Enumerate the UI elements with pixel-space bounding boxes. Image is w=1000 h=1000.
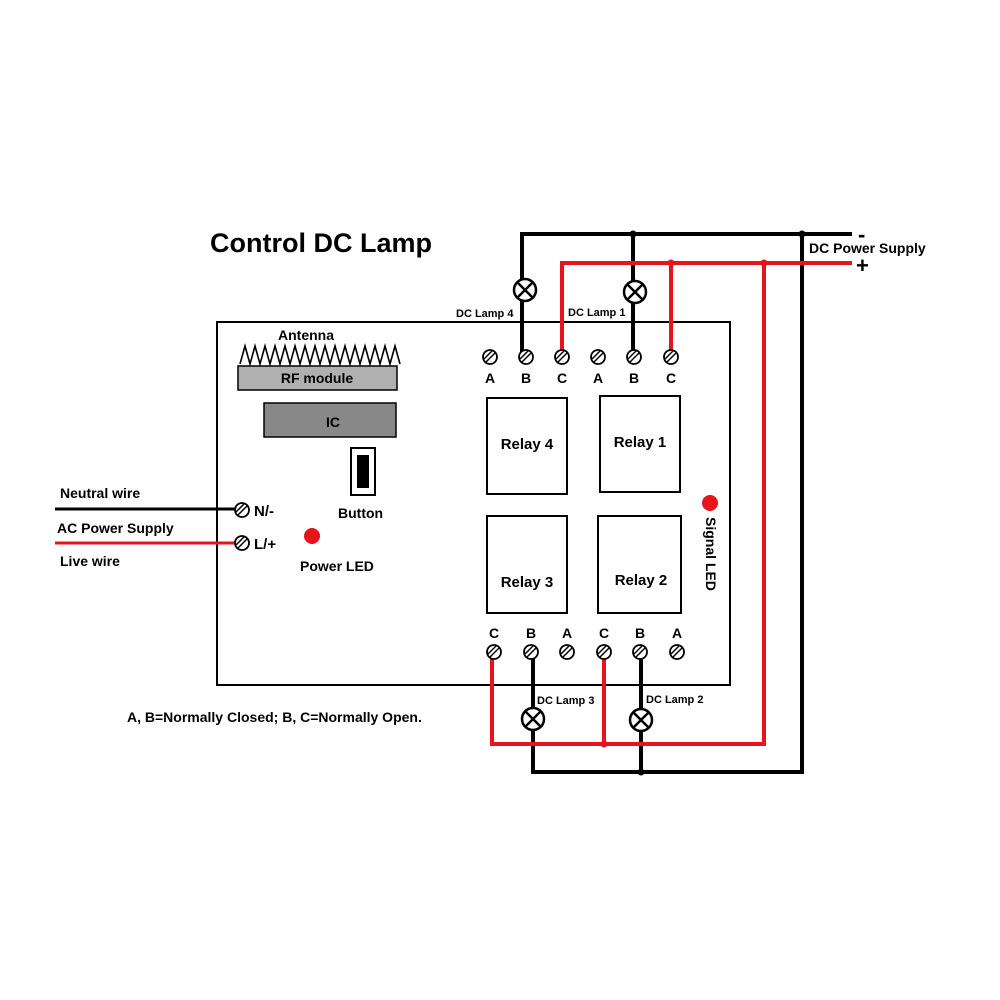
- button-label: Button: [338, 505, 383, 521]
- dc-lamp-1: [622, 279, 648, 305]
- signal-led-label: Signal LED: [703, 517, 719, 591]
- terminal-screw: [590, 349, 606, 365]
- dc-minus-sign: -: [858, 222, 865, 247]
- top-terminals: [482, 349, 679, 365]
- ac-supply-label: AC Power Supply: [57, 520, 174, 536]
- relay-4-label: Relay 4: [501, 436, 554, 453]
- neutral-wire-label: Neutral wire: [60, 485, 140, 501]
- relay-1-label: Relay 1: [614, 434, 667, 451]
- dc-supply-label: DC Power Supply: [809, 240, 926, 256]
- dc-positive-wiring: [490, 261, 852, 746]
- live-wire-label: Live wire: [60, 553, 120, 569]
- rf-module: [237, 365, 398, 391]
- dc-lamp-3: [520, 706, 546, 732]
- dc-lamp-2-label: DC Lamp 2: [646, 694, 703, 706]
- ic-label: IC: [326, 414, 340, 430]
- terminal-label: B: [629, 370, 639, 386]
- rf-module-label: RF module: [281, 370, 354, 386]
- dc-lamp-2: [628, 707, 654, 733]
- controller-board: [216, 321, 731, 686]
- dc-lamp-4: [512, 277, 538, 303]
- terminal-screw: [523, 644, 539, 660]
- button-switch[interactable]: [350, 447, 376, 496]
- terminal-screw: [632, 644, 648, 660]
- terminal-label: C: [599, 625, 609, 641]
- relay-3-label: Relay 3: [501, 574, 554, 591]
- dc-lamp-1-label: DC Lamp 1: [568, 307, 625, 319]
- neutral-terminal-label: N/-: [254, 503, 274, 520]
- relay-4: [486, 397, 568, 495]
- power-led: [304, 528, 320, 544]
- terminal-label: A: [672, 625, 682, 641]
- terminal-label: A: [562, 625, 572, 641]
- dc-lamp-4-label: DC Lamp 4: [456, 308, 514, 320]
- signal-led: [702, 495, 718, 511]
- terminal-screw: [596, 644, 612, 660]
- negative-junctions: [629, 230, 806, 776]
- terminal-screw: [554, 349, 570, 365]
- terminal-screw: [559, 644, 575, 660]
- terminal-screw: [482, 349, 498, 365]
- positive-junctions: [600, 259, 768, 748]
- relay-2: [597, 515, 682, 614]
- relay-2-label: Relay 2: [615, 572, 668, 589]
- terminal-screw: [234, 535, 250, 551]
- terminal-label: A: [593, 370, 603, 386]
- ic-chip: [263, 402, 397, 438]
- terminal-screw: [518, 349, 534, 365]
- terminal-screw: [663, 349, 679, 365]
- terminal-screw: [626, 349, 642, 365]
- diagram-title: Control DC Lamp: [210, 228, 432, 258]
- dc-lamp-3-label: DC Lamp 3: [537, 695, 594, 707]
- terminal-label: C: [557, 370, 567, 386]
- terminal-label: C: [666, 370, 676, 386]
- bottom-terminals: [486, 644, 685, 660]
- antenna-label: Antenna: [278, 327, 334, 343]
- power-led-label: Power LED: [300, 558, 374, 574]
- terminal-label: C: [489, 625, 499, 641]
- terminal-screw: [486, 644, 502, 660]
- terminal-label: A: [485, 370, 495, 386]
- terminal-screw: [234, 502, 250, 518]
- contact-note: A, B=Normally Closed; B, C=Normally Open…: [127, 709, 422, 725]
- live-terminal-label: L/+: [254, 536, 276, 553]
- power-terminals: [234, 502, 250, 551]
- dc-plus-sign: +: [856, 253, 869, 278]
- terminal-label: B: [526, 625, 536, 641]
- relay-1: [599, 395, 681, 493]
- relay-3: [486, 515, 568, 614]
- terminal-label: B: [521, 370, 531, 386]
- terminal-label: B: [635, 625, 645, 641]
- antenna-coil: [239, 343, 401, 367]
- terminal-screw: [669, 644, 685, 660]
